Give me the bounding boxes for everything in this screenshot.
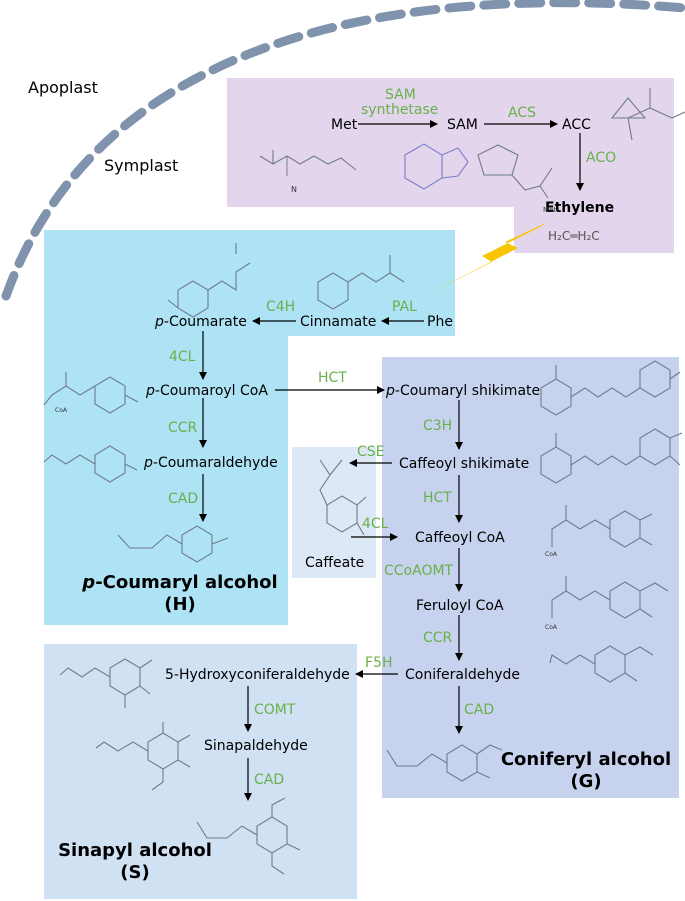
caffeoyl-coa-label: Caffeoyl CoA <box>415 530 505 546</box>
feruloyl-coa-structure-label: CoA <box>545 624 557 631</box>
ethylene-label: Ethylene <box>545 200 615 216</box>
met-label: Met <box>331 117 358 133</box>
enzyme-ccoaomt: CCoAOMT <box>384 563 454 579</box>
enzyme-comt: COMT <box>254 702 296 718</box>
caffeate-structure-icon <box>319 459 367 536</box>
hydroxyconiferaldehyde-structure-icon <box>59 658 153 708</box>
phe-label: Phe <box>427 314 453 330</box>
caffeoyl-shikimate-structure-icon <box>540 428 683 484</box>
met-structure-icon <box>259 150 357 176</box>
met-structure-label: N <box>291 185 297 194</box>
sam-structure-label: Met <box>543 206 557 214</box>
coniferaldehyde-structure-icon <box>549 645 654 683</box>
coniferyl-alcohol-label: Coniferyl alcohol <box>500 749 672 770</box>
enzyme-4cl-h: 4CL <box>169 349 196 365</box>
caffeate-label: Caffeate <box>305 555 365 571</box>
symplast-label: Symplast <box>104 156 179 175</box>
cell-membrane <box>1 0 685 301</box>
p-coumaroyl-coa-structure-label: CoA <box>55 407 67 414</box>
molecular-structures <box>43 88 685 875</box>
hydroxyconiferaldehyde-label: 5-Hydroxyconiferaldehyde <box>165 667 350 683</box>
caffeoyl-coa-structure-icon <box>551 505 653 548</box>
sam-label: SAM <box>447 117 478 133</box>
enzyme-ccr-g: CCR <box>423 630 453 646</box>
ethylene-pathway-panel <box>227 78 674 207</box>
sinapyl-alcohol-label: Sinapyl alcohol <box>58 840 212 861</box>
p-coumarate-structure-icon <box>167 243 251 318</box>
h-lignin-panel <box>44 330 288 625</box>
s-lignin-panel <box>44 644 357 899</box>
enzyme-c4h: C4H <box>266 299 296 315</box>
acc-label: ACC <box>562 117 591 133</box>
coniferaldehyde-label: Coniferaldehyde <box>405 667 521 683</box>
enzyme-4cl-caffeate: 4CL <box>362 516 389 532</box>
enzyme-hct-top: HCT <box>318 370 347 386</box>
acc-structure-icon <box>610 88 685 141</box>
g-lignin-code: (G) <box>570 771 602 792</box>
p-coumaryl-alcohol-structure-icon <box>117 525 229 563</box>
p-coumaryl-alcohol-label: p-Coumaryl alcohol <box>82 572 278 593</box>
enzyme-pal: PAL <box>392 299 417 315</box>
enzyme-ccr-h: CCR <box>168 420 198 436</box>
enzyme-cad-s: CAD <box>254 772 285 788</box>
ethylene-formula: H₂C═H₂C <box>548 229 600 243</box>
feruloyl-coa-structure-icon <box>551 576 669 619</box>
caffeoyl-coa-structure-label: CoA <box>545 551 557 558</box>
enzyme-cse: CSE <box>357 444 385 460</box>
caffeate-panel <box>292 447 376 578</box>
enzyme-sam-synthetase-line1: SAM <box>385 87 416 103</box>
ethylene-product-panel <box>514 200 674 253</box>
p-coumaraldehyde-structure-icon <box>43 445 138 483</box>
coniferyl-alcohol-structure-icon <box>386 744 503 782</box>
apoplast-label: Apoplast <box>28 78 98 97</box>
lightning-bolt-icon <box>420 222 548 298</box>
p-coumaryl-shikimate-structure-icon <box>540 360 681 416</box>
enzyme-c3h: C3H <box>423 418 453 434</box>
g-lignin-panel <box>382 357 679 798</box>
enzyme-sam-synthetase-line2: synthetase <box>361 102 439 118</box>
enzyme-cad-h: CAD <box>168 491 199 507</box>
p-coumaraldehyde-label: p-Coumaraldehyde <box>144 455 278 471</box>
sinapaldehyde-label: Sinapaldehyde <box>204 738 308 754</box>
reaction-arrows <box>199 120 584 801</box>
feruloyl-coa-label: Feruloyl CoA <box>416 598 504 614</box>
cinnamate-structure-icon <box>317 255 405 310</box>
p-coumaroyl-coa-structure-icon <box>43 372 139 414</box>
enzyme-cad-g: CAD <box>464 702 495 718</box>
s-lignin-code: (S) <box>120 862 150 883</box>
p-coumaroyl-coa-label: p-Coumaroyl CoA <box>146 383 268 399</box>
enzyme-f5h: F5H <box>365 655 393 671</box>
h-lignin-code: (H) <box>164 594 196 615</box>
p-coumarate-label: p-Coumarate <box>155 314 247 330</box>
enzyme-acs: ACS <box>508 105 536 121</box>
caffeoyl-shikimate-label: Caffeoyl shikimate <box>399 456 530 472</box>
cinnamate-label: Cinnamate <box>300 314 377 330</box>
sam-structure-icon <box>404 143 553 199</box>
sinapaldehyde-structure-icon <box>95 722 191 791</box>
p-coumaryl-shikimate-label: p-Coumaryl shikimate <box>386 383 541 399</box>
enzyme-hct: HCT <box>423 490 452 506</box>
sinapyl-alcohol-structure-icon <box>196 797 301 875</box>
enzyme-aco: ACO <box>586 150 617 166</box>
